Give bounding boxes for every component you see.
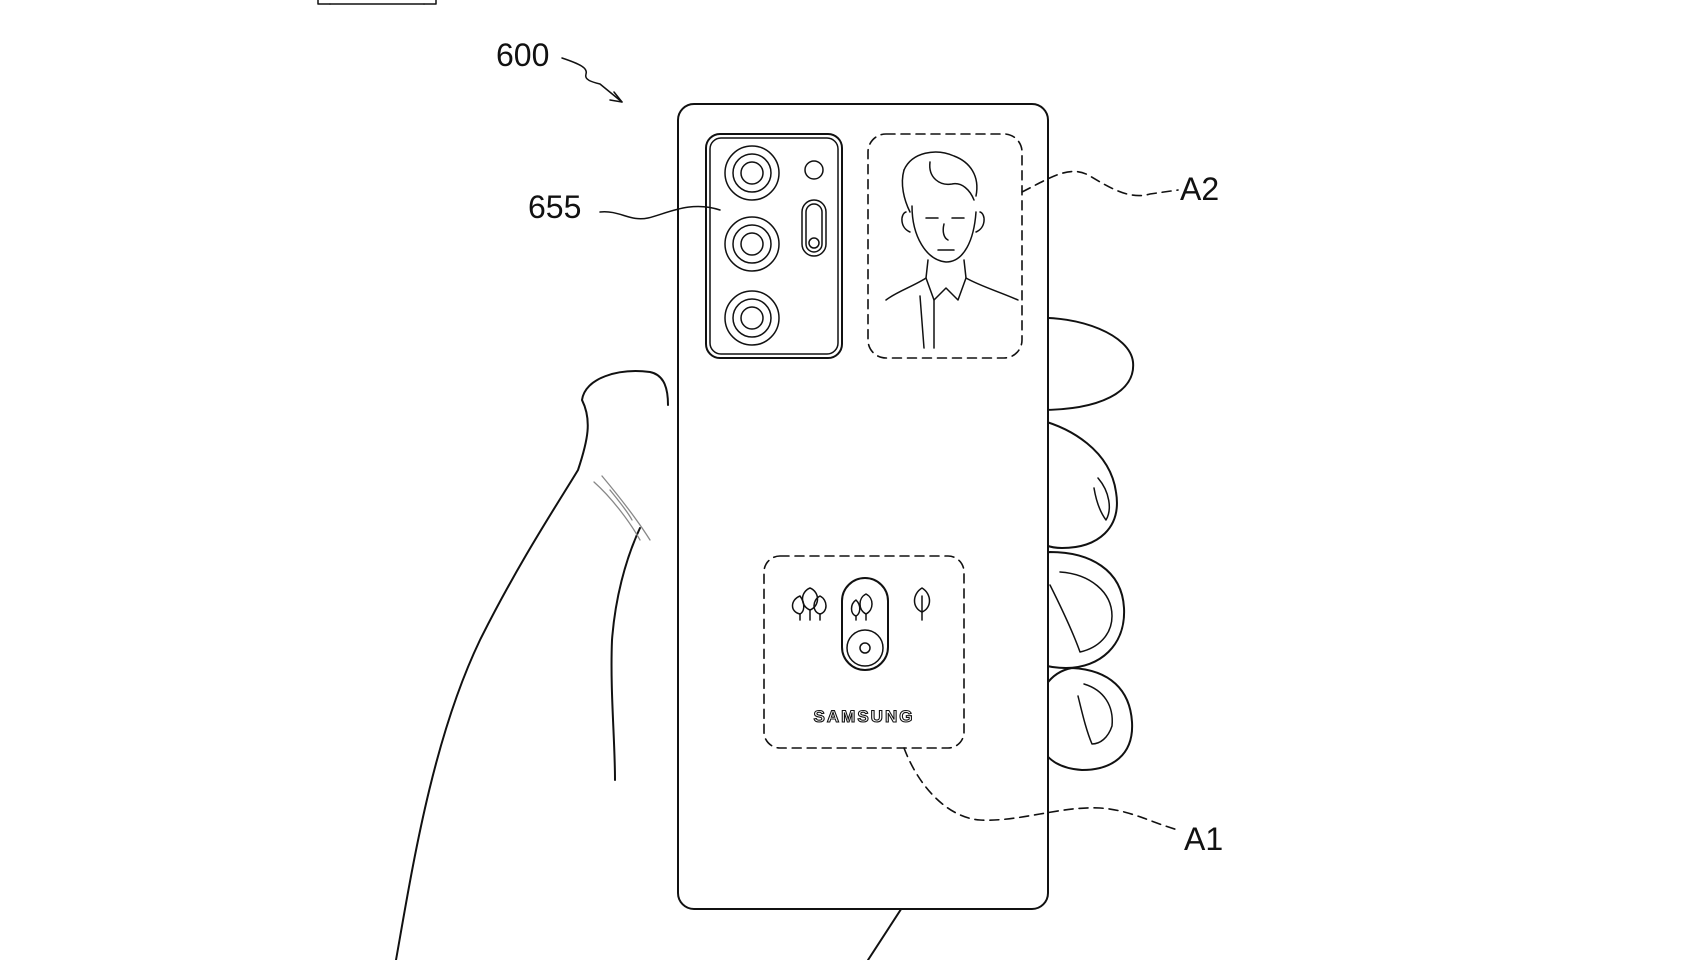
area-a1: SAMSUNG	[763, 555, 965, 749]
camera-lens-1	[724, 145, 780, 201]
leader-lines	[561, 57, 1179, 831]
shutter-toggle	[841, 577, 889, 671]
label-655: 655	[528, 189, 581, 225]
camera-module	[705, 133, 843, 359]
camera-lens-3	[724, 290, 780, 346]
camera-lens-2	[724, 216, 780, 272]
portrait-icon	[885, 151, 1019, 349]
top-bracket-remnant	[317, 0, 437, 5]
label-600: 600	[496, 37, 549, 73]
brand-wordmark: SAMSUNG	[814, 707, 915, 726]
leaf-icon	[913, 587, 931, 621]
phone-body	[677, 103, 1049, 910]
hand-left	[395, 370, 921, 961]
forest-icon	[791, 587, 827, 621]
leader-600	[561, 57, 623, 103]
leader-a2	[1021, 170, 1179, 197]
leader-a1	[903, 747, 1179, 831]
sensor-dot-icon	[804, 160, 824, 180]
label-a1: A1	[1184, 821, 1223, 857]
area-a2	[867, 133, 1023, 359]
leader-655	[599, 205, 721, 220]
label-a2: A2	[1180, 171, 1219, 207]
flash-icon	[801, 199, 827, 257]
